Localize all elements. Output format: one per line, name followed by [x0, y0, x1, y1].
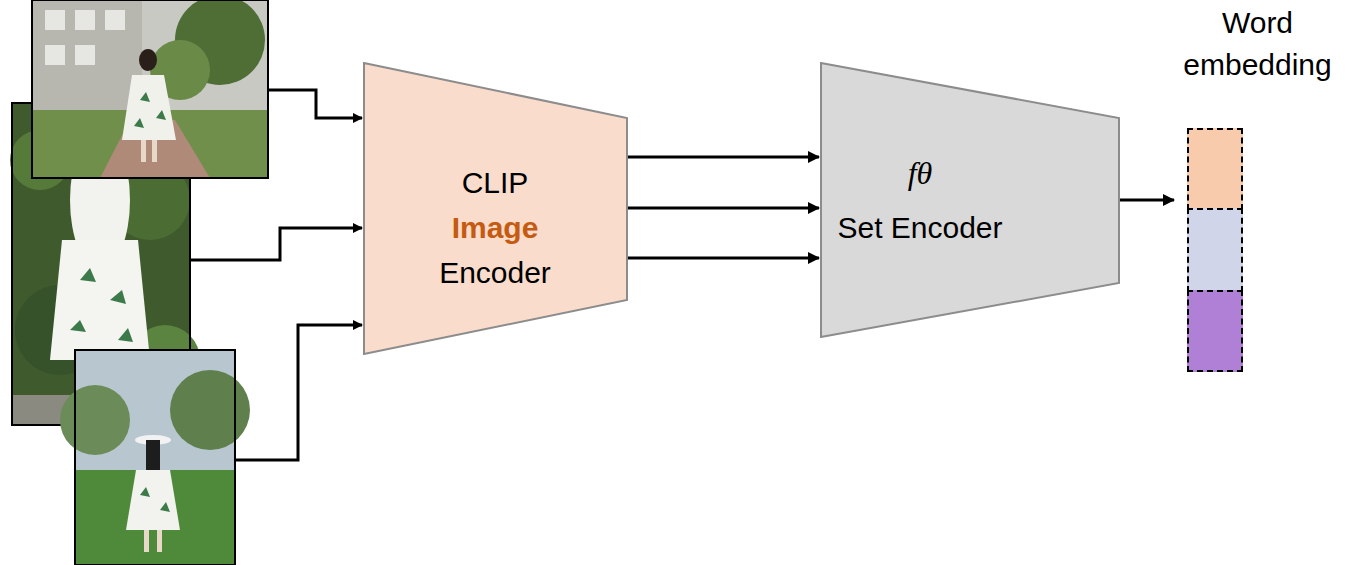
- encoder-label: Image: [452, 211, 539, 245]
- embedding-cell: [1187, 128, 1243, 210]
- input-arrow: [235, 325, 362, 460]
- encoder-label: Set Encoder: [837, 211, 1002, 245]
- encoder-trapezoid: CLIP ImageEncoder: [363, 62, 628, 355]
- trapezoid-outline: [820, 62, 1120, 338]
- set-encoder-trapezoid: fθSet Encoder: [820, 62, 1120, 338]
- output-label: Word embedding: [1175, 2, 1340, 86]
- embedding-cell: [1187, 208, 1243, 292]
- input-arrow: [190, 228, 362, 260]
- flow-arrow: [628, 207, 819, 210]
- embedding-cell: [1187, 290, 1243, 372]
- function-symbol: fθ: [908, 156, 933, 190]
- flow-arrow: [1120, 199, 1174, 202]
- trapezoid-outline: [363, 62, 628, 355]
- encoder-label: CLIP: [462, 166, 529, 200]
- encoder-label: Encoder: [439, 256, 551, 290]
- photo: [60, 350, 250, 565]
- flow-arrow: [628, 156, 819, 159]
- photo: [32, 0, 268, 178]
- input-arrow: [268, 90, 362, 118]
- word-embedding: Word embedding: [1175, 0, 1340, 380]
- flow-arrow: [628, 257, 819, 260]
